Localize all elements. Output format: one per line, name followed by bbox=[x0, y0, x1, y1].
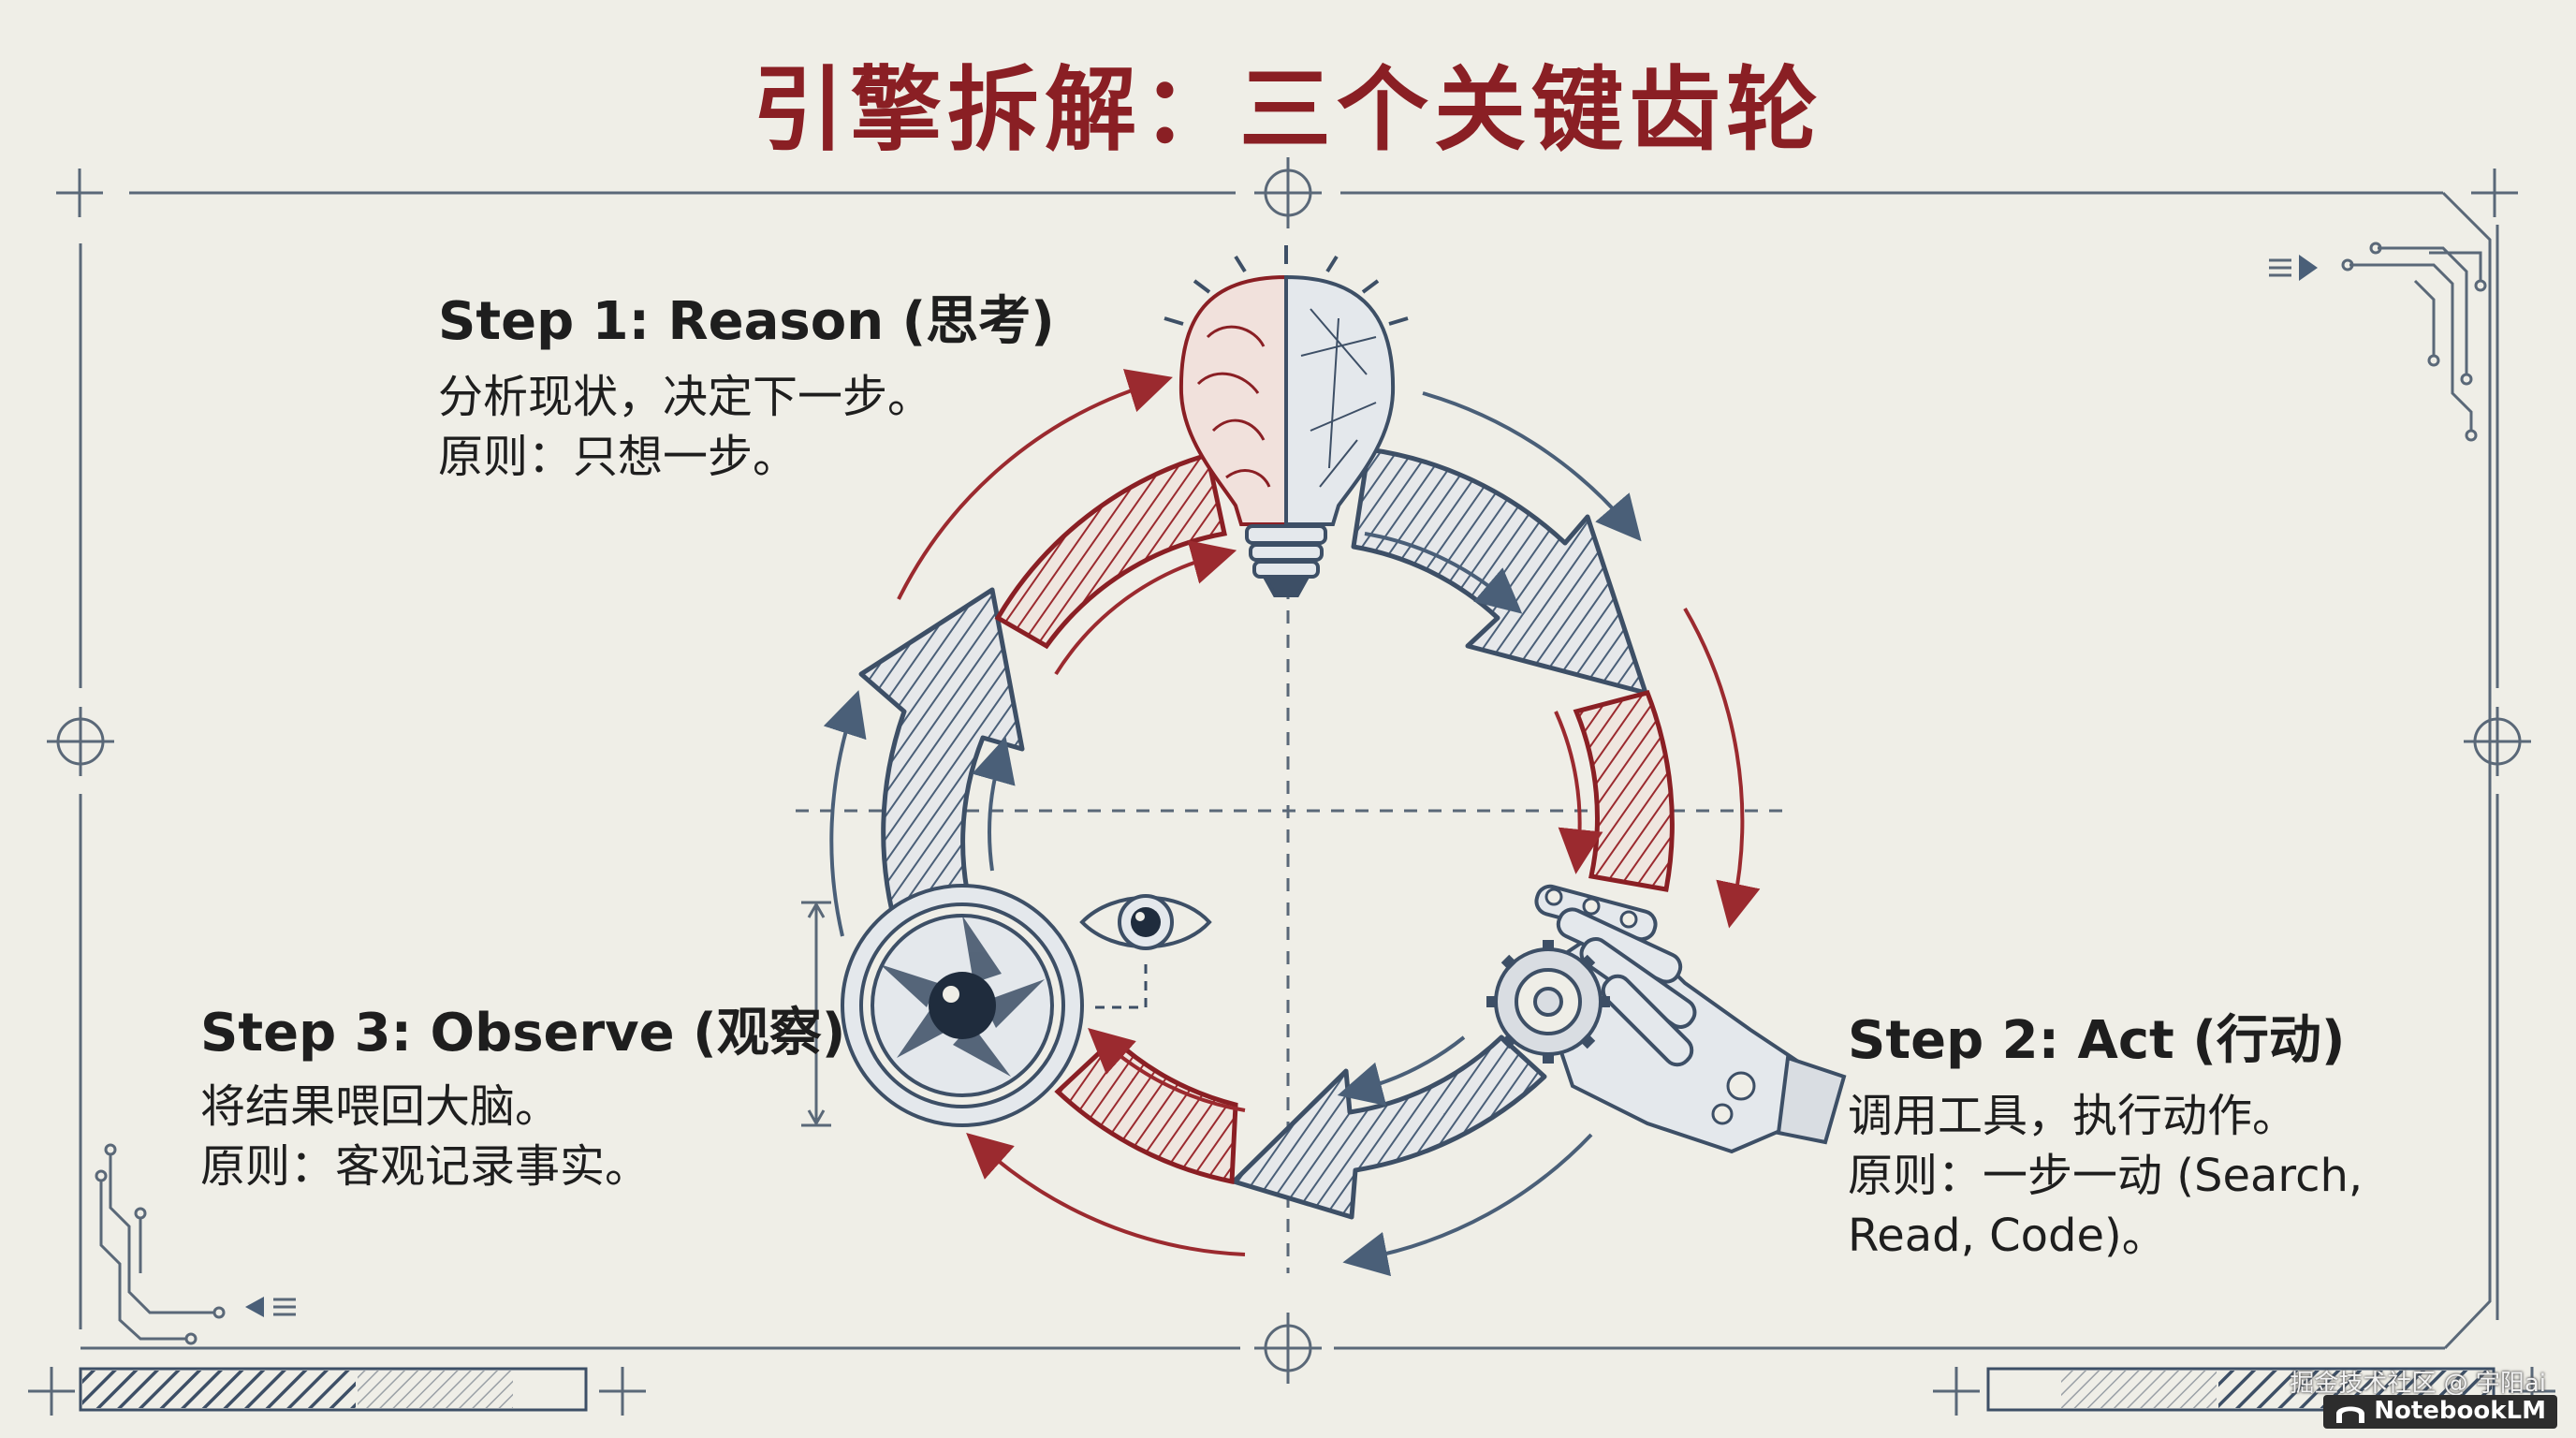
step-3-description: 将结果喂回大脑。 原则：客观记录事实。 bbox=[200, 1077, 650, 1196]
notebooklm-badge: NotebookLM bbox=[2323, 1395, 2557, 1429]
step-2-line: 原则：一步一动 (Search, bbox=[1848, 1150, 2364, 1202]
robot-hand-gear-icon bbox=[1486, 884, 1847, 1154]
camera-aperture-eye-icon bbox=[841, 884, 1212, 1127]
red-arc-right bbox=[1554, 607, 1761, 929]
red-arc-left bbox=[897, 369, 1237, 676]
cycle-arrow-observe-to-reason bbox=[823, 587, 1025, 939]
progress-bar-left bbox=[79, 1367, 588, 1412]
page-title: 引擎拆解：三个关键齿轮 bbox=[752, 57, 1823, 164]
blueprint-frame bbox=[79, 191, 2499, 1350]
step-2-heading: Step 2: Act (行动) bbox=[1848, 1010, 2346, 1071]
step-1-line: 原则：只想一步。 bbox=[438, 431, 798, 483]
cycle-arrow-reason-to-act bbox=[1351, 391, 1648, 696]
step-3-line: 原则：客观记录事实。 bbox=[200, 1140, 651, 1193]
circuit-trace-bottom-left bbox=[95, 1143, 296, 1345]
step-2-description: 调用工具，执行动作。 原则：一步一动 (Search, Read, Code)。 bbox=[1848, 1086, 2363, 1266]
notebooklm-label: NotebookLM bbox=[2374, 1397, 2546, 1425]
dimension-marker bbox=[801, 901, 831, 1127]
lightbulb-brain-icon bbox=[1164, 245, 1409, 597]
crosshair-marks bbox=[47, 157, 2531, 1384]
step-2-line: Read, Code)。 bbox=[1848, 1210, 2167, 1262]
step-3-heading: Step 3: Observe (观察) bbox=[200, 1003, 846, 1064]
step-1-description: 分析现状，决定下一步。 原则：只想一步。 bbox=[438, 367, 932, 487]
step-1-heading: Step 1: Reason (思考) bbox=[438, 291, 1055, 352]
registration-marks bbox=[28, 169, 2555, 1416]
step-1-line: 分析现状，决定下一步。 bbox=[438, 371, 933, 423]
step-3-line: 将结果喂回大脑。 bbox=[200, 1080, 561, 1133]
watermark: 掘金技术社区 @ 宇阳ai bbox=[2290, 1370, 2546, 1398]
red-arc-bottom bbox=[966, 1028, 1246, 1256]
notebooklm-logo-icon bbox=[2336, 1406, 2365, 1423]
step-2-line: 调用工具，执行动作。 bbox=[1848, 1090, 2298, 1142]
circuit-trace-top-right bbox=[2269, 242, 2487, 442]
